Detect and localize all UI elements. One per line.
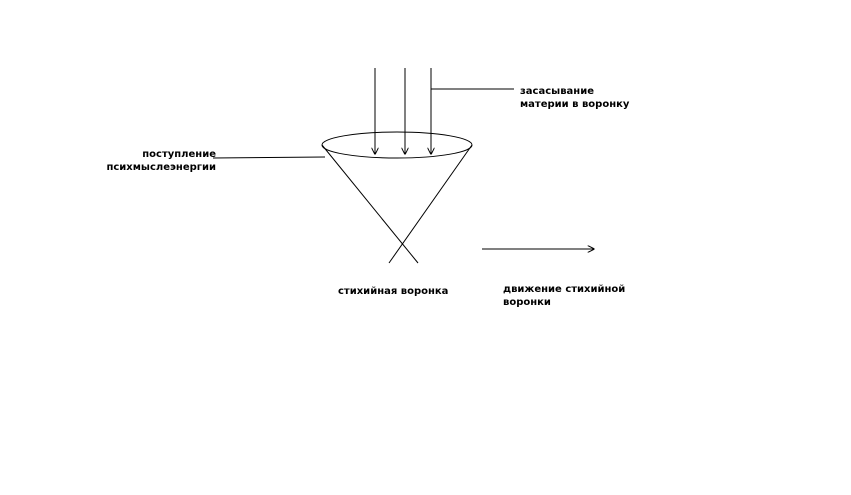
funnel-left-side bbox=[321, 144, 419, 264]
funnel-top-ellipse bbox=[321, 131, 473, 159]
energy-leader-line bbox=[212, 156, 326, 159]
matter-intake-label-line-2: материи в воронку bbox=[520, 99, 630, 110]
energy-input-label-line-2: психмыслеэнергии bbox=[106, 162, 216, 173]
energy-input-label-line-1: поступление bbox=[142, 149, 216, 160]
energy-input-label: поступление психмыслеэнергии bbox=[98, 148, 216, 174]
matter-intake-label: засасывание материи в воронку bbox=[520, 85, 629, 111]
funnel-right-side bbox=[388, 144, 473, 264]
matter-intake-label-line-1: засасывание bbox=[520, 86, 594, 97]
funnel-motion-label: движение стихийной воронки bbox=[503, 283, 625, 309]
funnel-motion-label-line-2: воронки bbox=[503, 297, 551, 308]
funnel-motion-label-line-1: движение стихийной bbox=[503, 284, 626, 295]
funnel-label: стихийная воронка bbox=[338, 286, 449, 297]
